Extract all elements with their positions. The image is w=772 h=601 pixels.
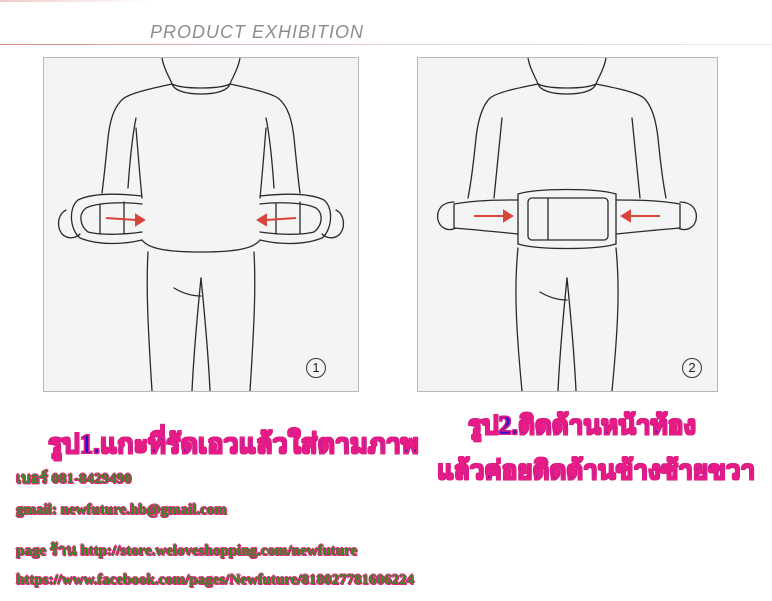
person-wearing-belt-closed-icon	[436, 58, 698, 391]
caption-step-1: รูป1.แกะที่รัดเอวแล้วใส่ตามภาพ	[48, 429, 420, 460]
contact-facebook-link: https://www.facebook.com/pages/Newfuture…	[16, 572, 415, 588]
header-divider	[0, 44, 772, 45]
person-wearing-belt-open-icon	[57, 58, 345, 391]
step-number-1: 1	[306, 358, 326, 378]
caption-step-2-line-1: รูป2.ติดด้านหน้าท้อง	[468, 411, 697, 441]
illustration-panel-2: 2	[417, 57, 718, 392]
contact-shop-link: page ร้าน http://store.weloveshopping.co…	[16, 543, 358, 559]
illustration-panel-1: 1	[43, 57, 359, 392]
step-number-2: 2	[682, 358, 702, 378]
page-title: PRODUCT EXHIBITION	[150, 22, 365, 42]
contact-gmail: gmail: newfuture.hb@gmail.com	[16, 502, 227, 518]
caption-step-2-line-2: แล้วค่อยติดด้านข้างซ้ายขวา	[436, 456, 756, 486]
contact-phone: เบอร์ 081-8429490	[16, 471, 132, 487]
header-accent	[0, 0, 150, 2]
